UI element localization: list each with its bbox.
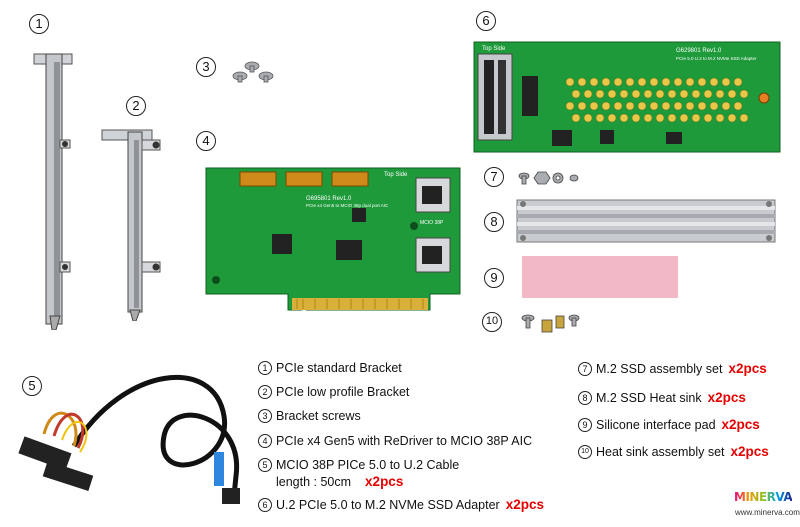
legend-item-8: 8 M.2 SSD Heat sink x2pcs	[578, 390, 746, 405]
callout-4: 4	[196, 131, 216, 151]
legend-text-5: MCIO 38P PICe 5.0 to U.2 Cable	[276, 458, 460, 472]
aic-silk-top-side: Top Side	[384, 172, 408, 178]
legend-num-3: 3	[258, 409, 272, 423]
legend-item-2: 2 PCIe low profile Bracket	[258, 385, 409, 399]
legend-num-7: 7	[578, 361, 592, 376]
legend-qty-8: x2pcs	[707, 390, 746, 405]
legend-item-1: 1 PCIe standard Bracket	[258, 361, 402, 375]
legend-item-10: 10 Heat sink assembly set x2pcs	[578, 444, 769, 459]
legend-num-1: 1	[258, 361, 272, 375]
legend-text-1: PCIe standard Bracket	[276, 361, 402, 375]
aic-silk-port: MCIO 38P	[420, 220, 444, 226]
callout-7: 7	[484, 167, 504, 187]
legend-item-6: 6 U.2 PCIe 5.0 to M.2 NVMe SSD Adapter x…	[258, 497, 544, 512]
mcio-u2-cable-image	[18, 374, 240, 504]
m2-assembly-set-image	[518, 171, 579, 185]
low-profile-bracket-image	[101, 129, 161, 321]
legend-qty-5: x2pcs	[365, 474, 404, 489]
callout-10: 10	[482, 312, 502, 332]
legend-text-2: PCIe low profile Bracket	[276, 385, 410, 399]
legend-num-4: 4	[258, 434, 272, 448]
callout-2: 2	[126, 96, 146, 116]
legend-item-5-line2: length : 50cm x2pcs	[276, 474, 403, 489]
heat-sink-assembly-set-image	[521, 314, 580, 333]
legend-item-9: 9 Silicone interface pad x2pcs	[578, 417, 760, 432]
aic-silk-description: PCIe x4 Gen5 to MCIO 38p dual port AIC	[306, 203, 389, 208]
minerva-logo: MINERVA	[734, 486, 793, 506]
legend-item-7: 7 M.2 SSD assembly set x2pcs	[578, 361, 767, 376]
legend-num-10: 10	[578, 444, 592, 459]
callout-3: 3	[196, 57, 216, 77]
callout-6: 6	[476, 11, 496, 31]
legend-num-9: 9	[578, 417, 592, 432]
legend-text-8: M.2 SSD Heat sink	[596, 390, 702, 405]
brand-url: www.minerva.com.tw	[735, 508, 800, 517]
legend-item-4: 4 PCIe x4 Gen5 with ReDriver to MCIO 38P…	[258, 434, 532, 448]
adapter-silk-model: G629801 Rev1.0	[676, 48, 722, 54]
bracket-screws-image	[232, 61, 274, 83]
legend-text-9: Silicone interface pad	[596, 417, 716, 432]
standard-bracket-image	[33, 53, 73, 330]
legend-qty-6: x2pcs	[505, 497, 544, 512]
legend-item-3: 3 Bracket screws	[258, 409, 361, 423]
legend-text-6: U.2 PCIe 5.0 to M.2 NVMe SSD Adapter	[276, 497, 500, 512]
adapter-silk-description: PCIe 5.0 U.2 to M.2 NVMe SSD Adapter	[676, 56, 757, 61]
callout-5: 5	[22, 376, 42, 396]
legend-num-8: 8	[578, 390, 592, 405]
u2-m2-adapter-image: Top Side G629801 Rev1.0 PCIe 5.0 U.2 to …	[473, 41, 781, 153]
legend-text-10: Heat sink assembly set	[596, 444, 725, 459]
legend-text-7: M.2 SSD assembly set	[596, 361, 723, 376]
legend-qty-7: x2pcs	[728, 361, 767, 376]
callout-8: 8	[484, 212, 504, 232]
legend-qty-9: x2pcs	[721, 417, 760, 432]
legend-num-5: 5	[258, 458, 272, 472]
legend-num-2: 2	[258, 385, 272, 399]
aic-silk-model: G695801 Rev1.0	[306, 196, 352, 202]
callout-9: 9	[484, 268, 504, 288]
legend-text-4: PCIe x4 Gen5 with ReDriver to MCIO 38P A…	[276, 434, 533, 448]
legend-text-5-length: length : 50cm	[276, 474, 352, 489]
adapter-silk-top-side: Top Side	[482, 46, 506, 52]
mcio-aic-board-image: Top Side G695801 Rev1.0 PCIe x4 Gen5 to …	[205, 167, 461, 311]
legend-text-3: Bracket screws	[276, 409, 361, 423]
minerva-logo-text: MINERVA	[734, 490, 793, 504]
callout-1: 1	[29, 14, 49, 34]
legend-item-5: 5 MCIO 38P PICe 5.0 to U.2 Cable	[258, 458, 459, 472]
m2-heat-sink-image	[516, 199, 776, 243]
legend-num-6: 6	[258, 497, 272, 512]
silicone-pad-image	[522, 256, 678, 298]
legend-qty-10: x2pcs	[730, 444, 769, 459]
